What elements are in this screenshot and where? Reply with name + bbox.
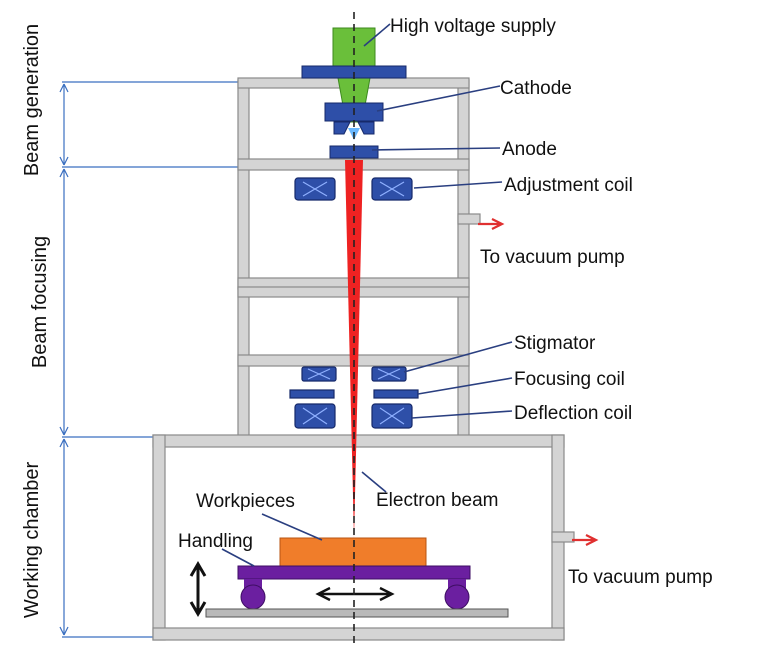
leader-electron-beam — [361, 471, 387, 493]
label-stigmator: Stigmator — [514, 333, 596, 354]
stigmator — [301, 366, 407, 382]
deflection-coil — [294, 403, 413, 429]
focusing-coil-left — [289, 389, 335, 399]
label-adjustment-coil: Adjustment coil — [504, 175, 633, 196]
column-left-wall — [237, 79, 250, 439]
label-handling: Handling — [178, 531, 253, 552]
working-chamber — [152, 434, 575, 641]
chamber-left-wall — [152, 434, 166, 641]
label-cathode: Cathode — [500, 78, 572, 99]
horizontal-motion-arrow — [315, 586, 395, 602]
dim-arrows-generation — [59, 83, 69, 166]
leader-deflection-coil — [411, 410, 513, 419]
dim-arrows-focusing — [59, 168, 69, 436]
upper-vacuum-arrow — [478, 218, 505, 230]
label-workpieces: Workpieces — [196, 491, 295, 512]
leader-workpieces — [261, 513, 323, 541]
vertical-motion-arrow — [189, 561, 207, 617]
label-high-voltage-supply: High voltage supply — [390, 16, 556, 37]
handling-leg-left — [244, 579, 262, 589]
focusing-coil-right — [373, 389, 419, 399]
label-focusing-coil: Focusing coil — [514, 369, 625, 390]
leader-handling — [221, 548, 255, 567]
leader-lines — [221, 23, 513, 567]
handling-wheel-right — [444, 584, 470, 610]
leader-adjustment-coil — [413, 181, 503, 189]
vacuum-arrows — [478, 218, 599, 546]
chamber-bottom-wall — [152, 627, 565, 641]
stage-label-working-chamber: Working chamber — [21, 461, 43, 618]
handling-rail — [205, 608, 509, 618]
label-to-vacuum-pump-lower: To vacuum pump — [568, 567, 713, 588]
chamber-top-wall — [152, 434, 565, 448]
leader-stigmator — [403, 341, 513, 373]
dim-arrows-chamber — [59, 438, 69, 636]
label-deflection-coil: Deflection coil — [514, 403, 632, 424]
label-electron-beam: Electron beam — [376, 490, 499, 511]
adjustment-coil-marks — [302, 181, 405, 197]
stage-label-beam-generation: Beam generation — [21, 24, 43, 176]
handling-wheel-left — [240, 584, 266, 610]
leader-cathode — [376, 85, 501, 112]
stigmator-marks — [307, 368, 401, 380]
lower-pump-port — [551, 531, 575, 543]
workpiece — [279, 537, 427, 567]
leader-anode — [371, 147, 501, 151]
handling-leg-right — [448, 579, 466, 589]
handling-system — [189, 537, 509, 618]
upper-pump-port — [457, 213, 481, 225]
stage-label-beam-focusing: Beam focusing — [29, 236, 51, 368]
column-right-wall — [457, 79, 470, 439]
adjustment-coil — [294, 177, 413, 201]
stage-dimension-lines — [59, 81, 245, 638]
deflection-coil-marks — [302, 407, 405, 425]
cathode-wehnelt — [333, 121, 375, 135]
label-anode: Anode — [502, 139, 557, 160]
leader-focusing-coil — [417, 377, 513, 395]
lower-vacuum-arrow — [572, 534, 599, 546]
label-to-vacuum-pump-upper: To vacuum pump — [480, 247, 625, 268]
leader-high-voltage-supply — [363, 23, 391, 47]
